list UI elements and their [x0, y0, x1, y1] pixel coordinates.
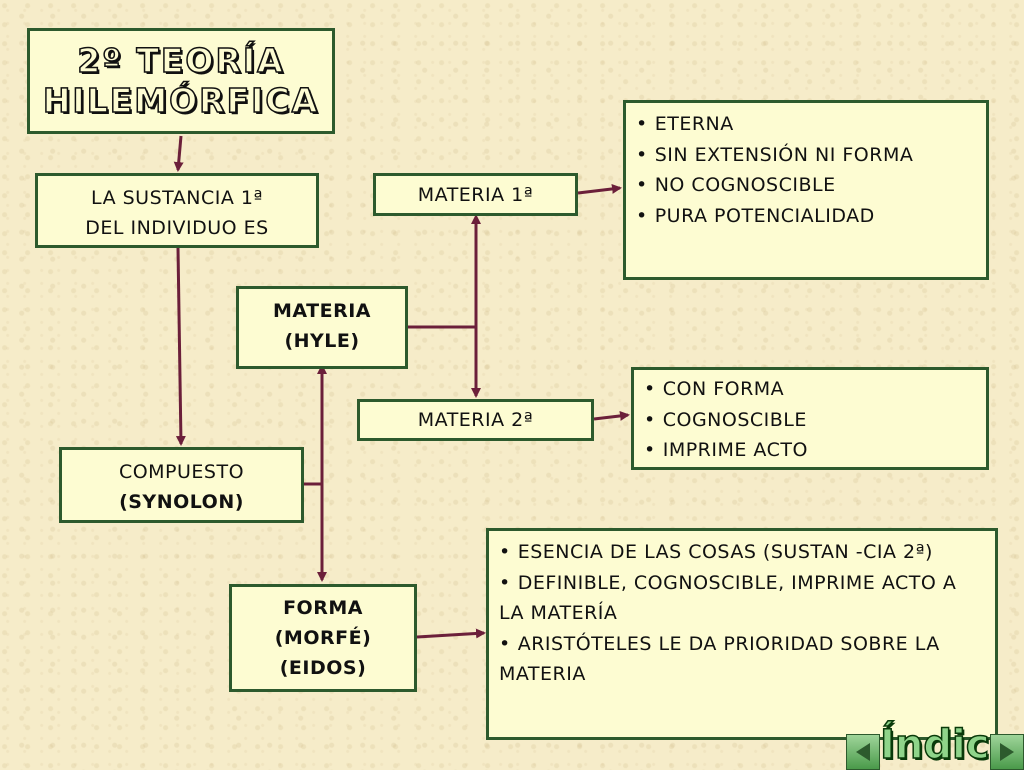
compuesto-line-1: COMPUESTO: [118, 461, 245, 483]
arrow-left-icon: [856, 743, 870, 761]
arrow-materia1-to-traits: [577, 183, 622, 195]
materia1-box: MATERIA 1ª: [373, 173, 578, 216]
forma-trait: ARISTÓTELES LE DA PRIORIDAD SOBRE LA MAT…: [499, 629, 985, 690]
materia-hyle-line-1: MATERIA: [273, 300, 371, 322]
materia2-trait: IMPRIME ACTO: [644, 435, 976, 466]
forma-traits-box: ESENCIA DE LAS COSAS (SUSTAN -CIA 2ª) DE…: [486, 528, 998, 740]
sustancia-line-1: LA SUSTANCIA 1ª: [91, 187, 263, 209]
materia-hyle-box: MATERIA (HYLE): [236, 286, 408, 369]
title-box: 2º TEORÍA HILEMÓRFICA: [27, 28, 335, 134]
forma-line-3: (EIDOS): [279, 657, 367, 679]
materia2-label: MATERIA 2ª: [417, 409, 534, 431]
materia1-traits-box: ETERNA SIN EXTENSIÓN NI FORMA NO COGNOSC…: [623, 100, 989, 280]
materia1-label: MATERIA 1ª: [417, 184, 534, 206]
materia2-trait: CON FORMA: [644, 374, 976, 405]
forma-trait: ESENCIA DE LAS COSAS (SUSTAN -CIA 2ª): [499, 537, 985, 568]
sustancia-box: LA SUSTANCIA 1ª DEL INDIVIDUO ES: [35, 173, 319, 248]
forma-line-2: (MORFÉ): [274, 627, 372, 649]
materia1-trait: ETERNA: [636, 109, 976, 140]
arrow-sustancia-to-compuesto: [175, 247, 186, 446]
page-title: 2º TEORÍA HILEMÓRFICA: [42, 40, 320, 121]
forma-line-1: FORMA: [283, 597, 363, 619]
arrow-materia2-to-traits: [593, 410, 630, 421]
forma-box: FORMA (MORFÉ) (EIDOS): [229, 584, 417, 692]
materia-hyle-line-2: (HYLE): [284, 330, 360, 352]
title-line-2: HILEMÓRFICA: [42, 80, 320, 121]
prev-button[interactable]: [846, 734, 880, 770]
next-button[interactable]: [990, 734, 1024, 770]
arrow-title-to-sustancia: [173, 135, 184, 172]
materia2-traits-box: CON FORMA COGNOSCIBLE IMPRIME ACTO: [631, 367, 989, 470]
materia1-trait: SIN EXTENSIÓN NI FORMA: [636, 140, 976, 171]
arrow-right-icon: [1000, 743, 1014, 761]
materia1-trait: PURA POTENCIALIDAD: [636, 201, 976, 232]
materia2-trait: COGNOSCIBLE: [644, 405, 976, 436]
sustancia-line-2: DEL INDIVIDUO ES: [85, 217, 269, 239]
title-line-1: 2º TEORÍA: [77, 40, 285, 81]
compuesto-box: COMPUESTO (SYNOLON): [59, 447, 304, 523]
materia2-box: MATERIA 2ª: [357, 399, 594, 441]
forma-trait: DEFINIBLE, COGNOSCIBLE, IMPRIME ACTO A L…: [499, 568, 985, 629]
compuesto-line-2: (SYNOLON): [119, 491, 244, 513]
materia1-trait: NO COGNOSCIBLE: [636, 170, 976, 201]
arrow-forma-to-traits: [416, 628, 486, 639]
